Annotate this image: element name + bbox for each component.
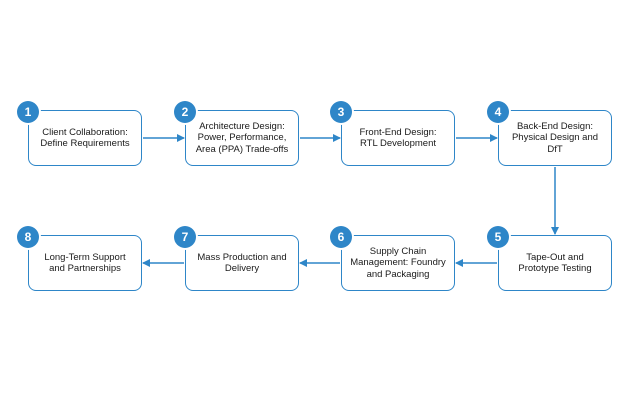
step-label-3: Front-End Design: RTL Development xyxy=(359,126,437,150)
step-badge-4: 4 xyxy=(487,101,509,123)
step-box-7: Mass Production and Delivery xyxy=(185,235,299,291)
step-box-5: Tape-Out and Prototype Testing xyxy=(498,235,612,291)
step-label-1: Client Collaboration: Define Requirement… xyxy=(40,126,130,150)
step-badge-7: 7 xyxy=(174,226,196,248)
step-badge-3: 3 xyxy=(330,101,352,123)
step-badge-2: 2 xyxy=(174,101,196,123)
step-badge-8: 8 xyxy=(17,226,39,248)
step-box-8: Long-Term Support and Partnerships xyxy=(28,235,142,291)
step-label-2: Architecture Design: Power, Performance,… xyxy=(195,120,289,155)
step-badge-6: 6 xyxy=(330,226,352,248)
step-label-5: Tape-Out and Prototype Testing xyxy=(518,251,592,275)
step-badge-5: 5 xyxy=(487,226,509,248)
step-label-8: Long-Term Support and Partnerships xyxy=(44,251,126,275)
step-box-6: Supply Chain Management: Foundry and Pac… xyxy=(341,235,455,291)
step-box-3: Front-End Design: RTL Development xyxy=(341,110,455,166)
step-label-4: Back-End Design: Physical Design and DfT xyxy=(511,120,599,155)
step-label-7: Mass Production and Delivery xyxy=(197,251,287,275)
step-badge-1: 1 xyxy=(17,101,39,123)
step-box-2: Architecture Design: Power, Performance,… xyxy=(185,110,299,166)
step-box-1: Client Collaboration: Define Requirement… xyxy=(28,110,142,166)
step-box-4: Back-End Design: Physical Design and DfT xyxy=(498,110,612,166)
step-label-6: Supply Chain Management: Foundry and Pac… xyxy=(350,245,446,280)
